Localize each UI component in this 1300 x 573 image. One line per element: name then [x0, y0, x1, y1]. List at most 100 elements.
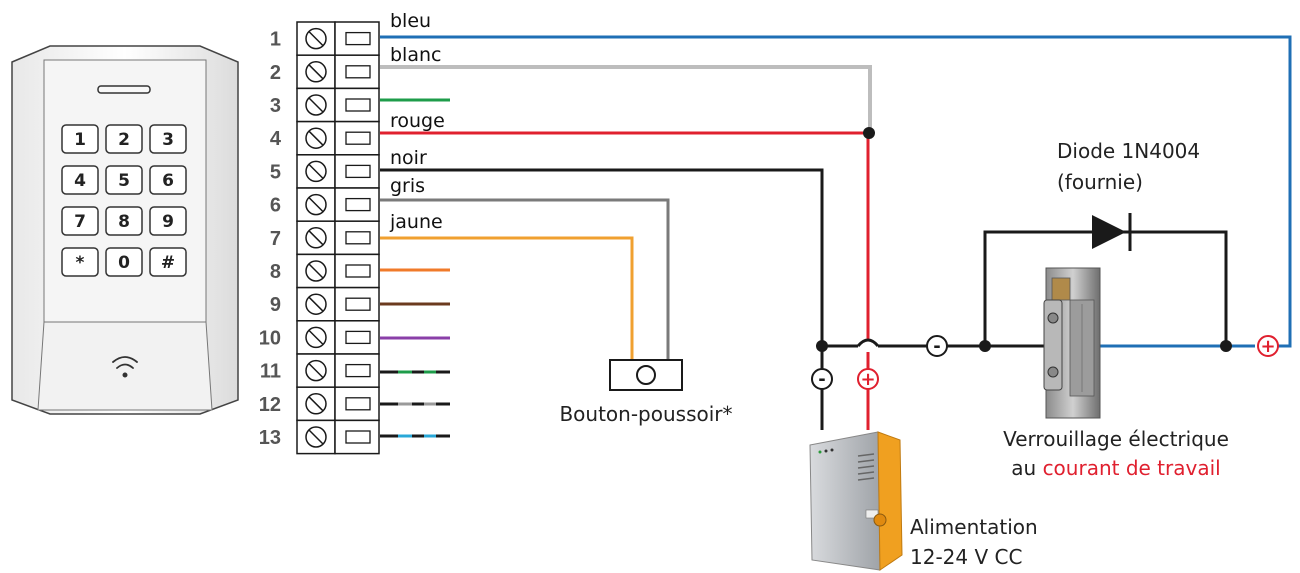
- electric-strike: Verrouillage électrique au courant de tr…: [1003, 267, 1229, 480]
- terminal-row: 10: [259, 320, 380, 355]
- keypad-key: 3: [149, 124, 187, 154]
- keypad-key: 4: [61, 165, 99, 195]
- terminal-number: 13: [259, 427, 281, 449]
- wifi-icon: [112, 356, 138, 378]
- label-jaune: jaune: [389, 211, 443, 233]
- keypad-key: 2: [105, 124, 143, 154]
- terminal-number: 12: [259, 394, 281, 416]
- lock-minus-marker: [926, 335, 948, 357]
- keypad-key: 8: [105, 206, 143, 236]
- keypad-key-label: 3: [162, 130, 174, 150]
- psu-minus-marker: [811, 368, 833, 390]
- terminal-row: 6: [270, 187, 380, 222]
- terminal-slot: [345, 31, 371, 46]
- keypad-key-label: 2: [118, 130, 130, 150]
- keypad-slot: [97, 85, 151, 94]
- wire-gray: [380, 198, 670, 360]
- terminal-row: 5: [270, 154, 380, 189]
- terminal-row: 3: [270, 87, 380, 123]
- terminal-slot: [345, 264, 371, 278]
- lock-label-highlight: courant de travail: [1043, 456, 1221, 480]
- label-blanc: blanc: [390, 44, 441, 66]
- terminal-number: 11: [260, 361, 281, 383]
- keypad-key: #: [149, 247, 187, 277]
- terminal-row: 8: [270, 253, 380, 289]
- diode-triangle: [1092, 215, 1126, 249]
- push-button: Bouton-poussoir*: [559, 359, 733, 426]
- wire-white: [380, 65, 872, 132]
- push-button-label: Bouton-poussoir*: [559, 402, 732, 426]
- keypad-key-label: 6: [162, 171, 174, 191]
- psu-label-line1: Alimentation: [910, 515, 1038, 539]
- wire-diode-left: [983, 230, 1090, 346]
- label-gris: gris: [390, 175, 425, 197]
- terminal-row: 2: [270, 54, 380, 90]
- psu-minus-sign: -: [818, 369, 825, 390]
- diode-label-line2: (fournie): [1057, 170, 1143, 194]
- terminal-row: 1: [270, 21, 380, 56]
- terminal-slot: [345, 397, 371, 411]
- terminal-number: 2: [270, 62, 281, 84]
- lock-label-line2: au courant de travail: [1011, 456, 1220, 480]
- diode-label-line1: Diode 1N4004: [1057, 139, 1200, 163]
- terminal-number: 4: [270, 128, 282, 150]
- psu-label-line2: 12-24 V CC: [910, 545, 1022, 569]
- terminal-slot: [345, 297, 371, 311]
- keypad-key-label: *: [76, 253, 85, 273]
- lock-minus-sign: -: [933, 336, 940, 357]
- wire-diode-right: [1145, 230, 1228, 346]
- terminal-number: 5: [270, 161, 281, 183]
- lock-plus-marker: [1257, 335, 1279, 357]
- terminal-screw-cell: [296, 21, 336, 56]
- terminal-slot: [345, 197, 371, 212]
- keypad-key-label: 4: [74, 171, 86, 191]
- wire-crossover-hop: [856, 338, 880, 348]
- terminal-row: 12: [259, 386, 380, 422]
- junction-diode-right: [1220, 340, 1232, 352]
- wire-blue: [380, 35, 1292, 348]
- terminal-slot: [345, 164, 371, 179]
- label-noir: noir: [390, 147, 427, 169]
- keypad-key-label: 0: [118, 253, 130, 273]
- terminal-number: 1: [270, 29, 281, 51]
- lock-label-line1: Verrouillage électrique: [1003, 427, 1229, 451]
- terminal-number: 10: [259, 327, 281, 349]
- junction-red-white: [863, 127, 875, 139]
- lock-plus-sign: +: [1260, 336, 1275, 357]
- wire-labels: bleu blanc rouge noir gris jaune: [389, 10, 445, 233]
- keypad-key: 6: [149, 165, 187, 195]
- terminal-row: 9: [270, 286, 380, 322]
- terminal-number: 8: [270, 261, 281, 283]
- terminal-slot: [345, 231, 371, 245]
- keypad-key-label: 5: [118, 171, 130, 191]
- terminal-number: 7: [270, 228, 281, 250]
- junction-dots: [816, 127, 1232, 352]
- label-bleu: bleu: [390, 10, 431, 32]
- keypad-key: 1: [61, 124, 99, 154]
- keypad-key-label: 1: [74, 130, 86, 150]
- keypad-key-label: 9: [162, 212, 174, 232]
- keypad-key: 0: [105, 247, 143, 277]
- keypad-key: 9: [149, 206, 187, 236]
- psu-plus-marker: [857, 368, 879, 390]
- lock-label-prefix: au: [1011, 456, 1042, 480]
- wire-black: [380, 168, 824, 430]
- power-supply: Alimentation 12-24 V CC: [809, 431, 1038, 571]
- keypad-key: 7: [61, 206, 99, 236]
- keypad-key: *: [61, 247, 99, 277]
- terminal-slot: [345, 330, 371, 345]
- keypad-key: 5: [105, 165, 143, 195]
- terminal-slot: [345, 430, 371, 444]
- wires: [380, 35, 1292, 438]
- rfid-reader-area: [37, 321, 213, 411]
- terminal-slot: [345, 131, 371, 145]
- terminal-row: 4: [270, 120, 380, 156]
- diode: Diode 1N4004 (fournie): [1057, 139, 1200, 251]
- keypad-key-label: 7: [74, 212, 86, 232]
- terminal-slot: [345, 65, 371, 79]
- terminal-number: 9: [270, 294, 281, 316]
- psu-plus-sign: +: [860, 369, 875, 390]
